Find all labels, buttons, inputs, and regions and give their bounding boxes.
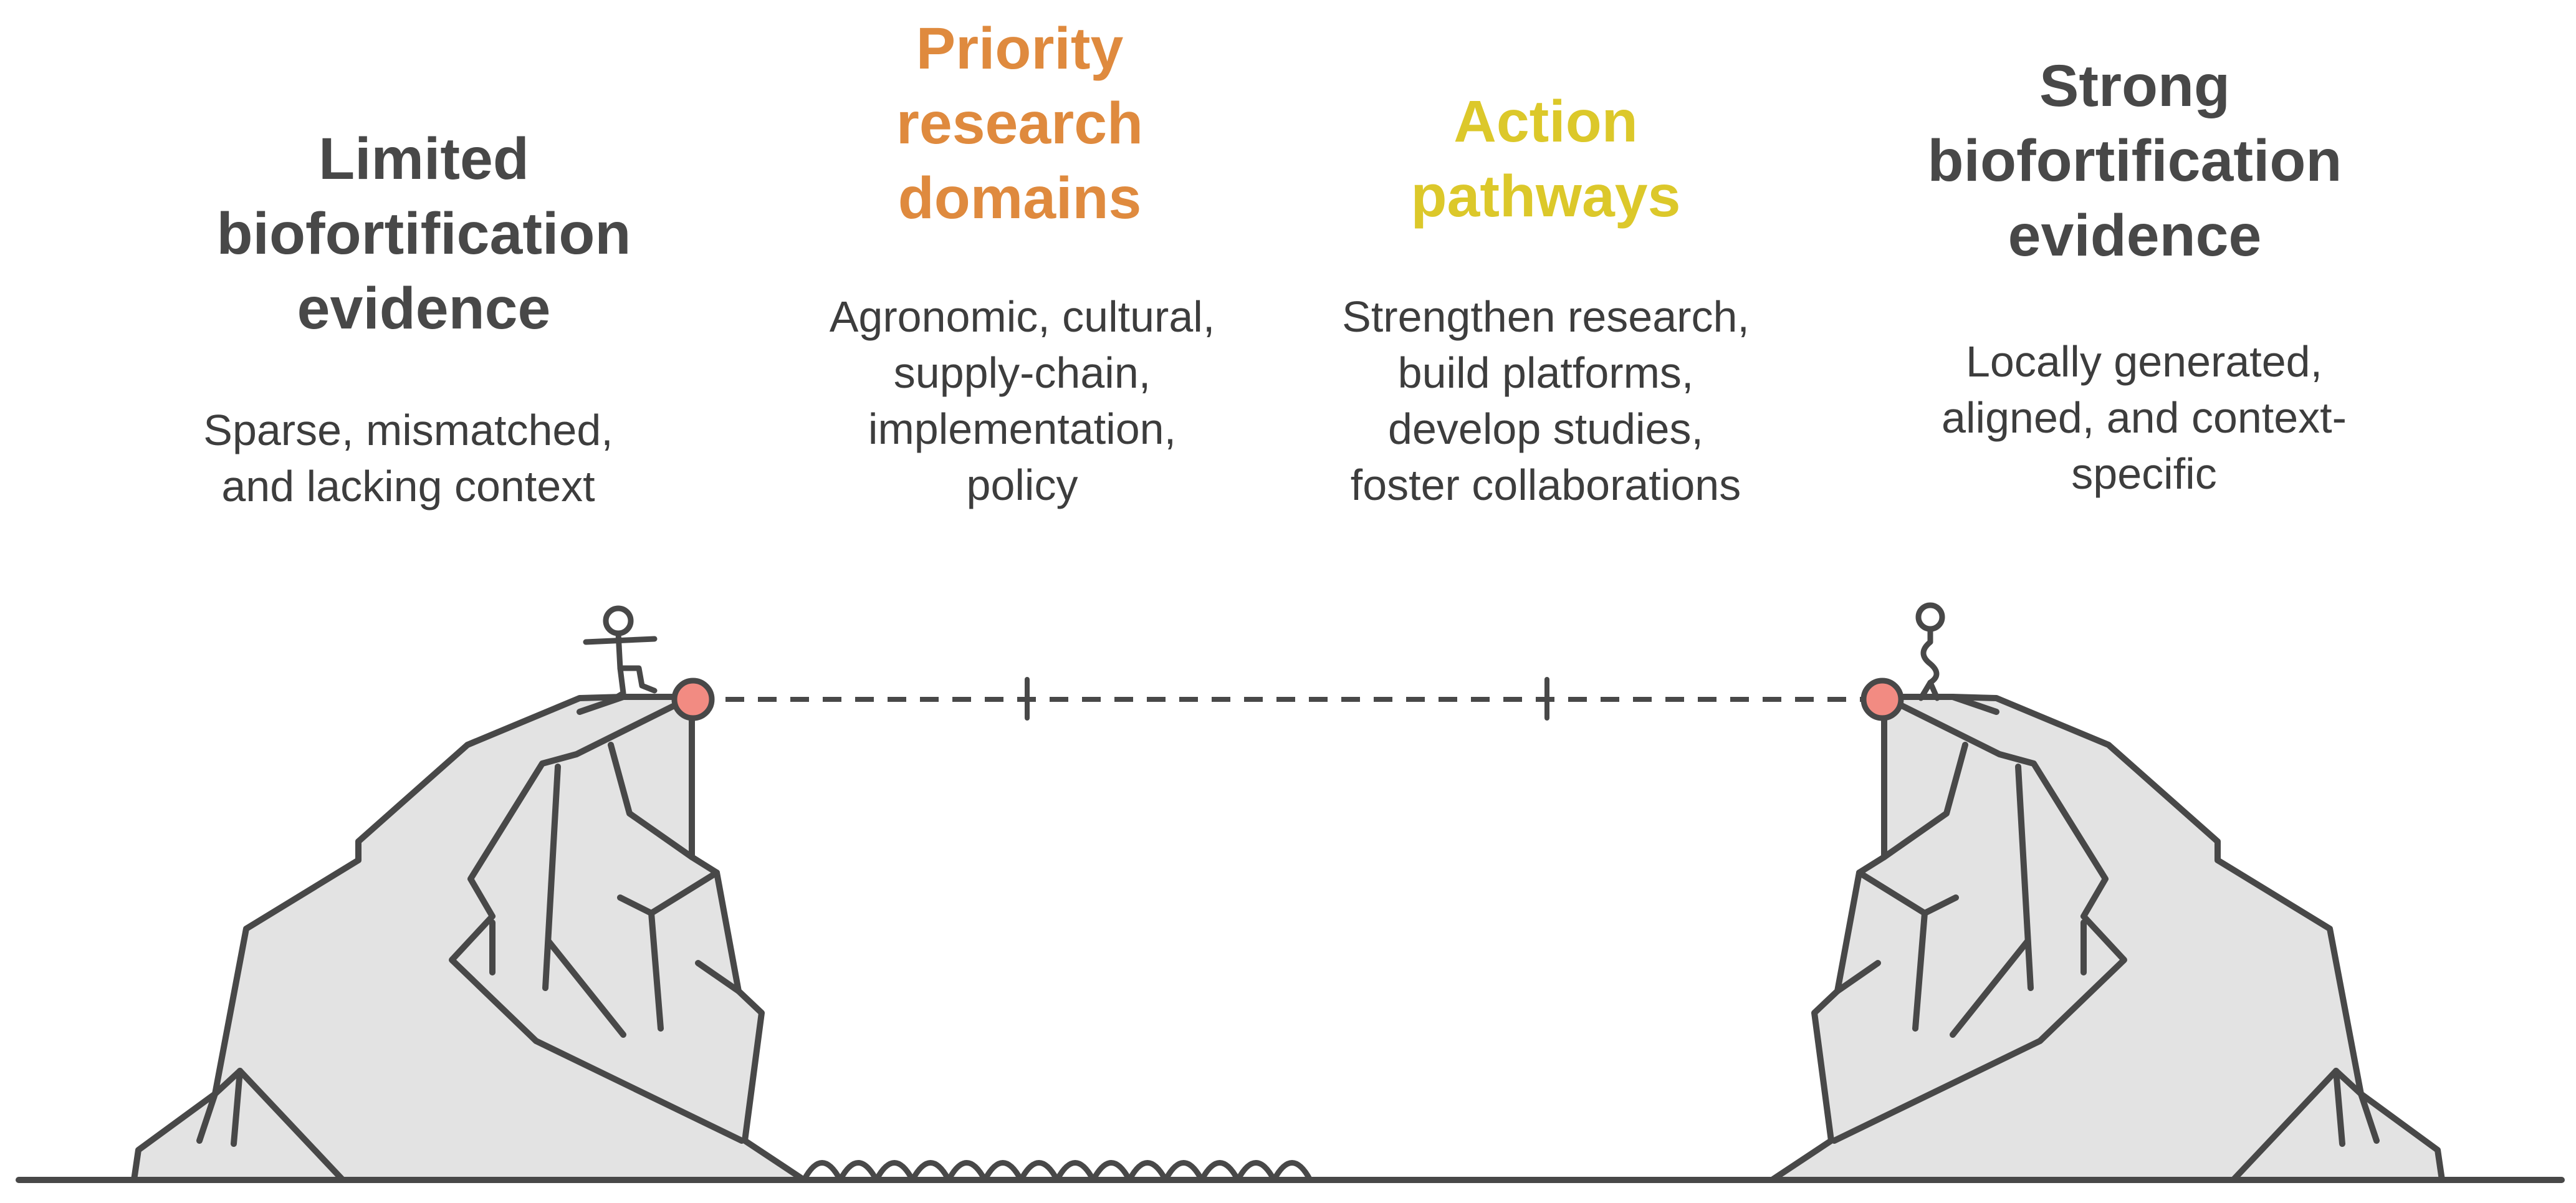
stage-4-desc-line: aligned, and context- [1942,393,2347,442]
stage-4-desc-line: Locally generated, [1965,337,2323,386]
stage-4-heading-line: evidence [2008,203,2262,269]
water-waves [802,1160,1313,1183]
right-cliff [1769,694,2445,1183]
person-standing-icon [1915,602,1945,701]
stage-2-heading: Priority research domains [739,11,1300,236]
stage-2-desc-line: implementation, [868,405,1177,453]
stage-4-heading-line: biofortification [1927,128,2342,194]
stage-2-desc-line: policy [966,461,1078,509]
stage-3-desc-line: Strengthen research, [1342,292,1750,341]
person-balancing-icon [583,605,658,700]
stage-4-heading-line: Strong [2039,53,2231,119]
stage-1-description: Sparse, mismatched, and lacking context [128,402,689,514]
stage-3-desc-line: foster collaborations [1350,461,1741,509]
stage-1-heading-line: Limited [318,126,529,192]
stage-1-heading-line: biofortification [216,201,631,267]
stage-2-description: Agronomic, cultural, supply-chain, imple… [742,289,1303,513]
stage-1-heading: Limited biofortification evidence [143,122,704,346]
stage-3-heading: Action pathways [1265,84,1826,234]
stage-1-desc-line: Sparse, mismatched, [203,406,613,454]
stage-3-description: Strengthen research, build platforms, de… [1265,289,1826,513]
end-marker-icon [1860,678,1904,721]
stage-1-desc-line: and lacking context [221,462,595,510]
stage-1-heading-line: evidence [297,276,551,342]
stage-4-heading: Strong biofortification evidence [1854,49,2415,273]
stage-2-heading-line: domains [898,165,1142,231]
start-marker-icon [671,678,715,721]
stage-3-desc-line: build platforms, [1397,348,1694,397]
stage-3-heading-line: Action [1453,89,1638,155]
stage-4-desc-line: specific [2071,449,2217,498]
stage-2-desc-line: Agronomic, cultural, [829,292,1215,341]
left-cliff [131,694,807,1183]
stage-3-desc-line: develop studies, [1388,405,1703,453]
stage-2-heading-line: research [896,90,1144,156]
stage-2-heading-line: Priority [916,16,1124,82]
stage-3-heading-line: pathways [1410,163,1681,229]
stage-4-description: Locally generated, aligned, and context-… [1864,333,2425,502]
stage-2-desc-line: supply-chain, [893,348,1151,397]
